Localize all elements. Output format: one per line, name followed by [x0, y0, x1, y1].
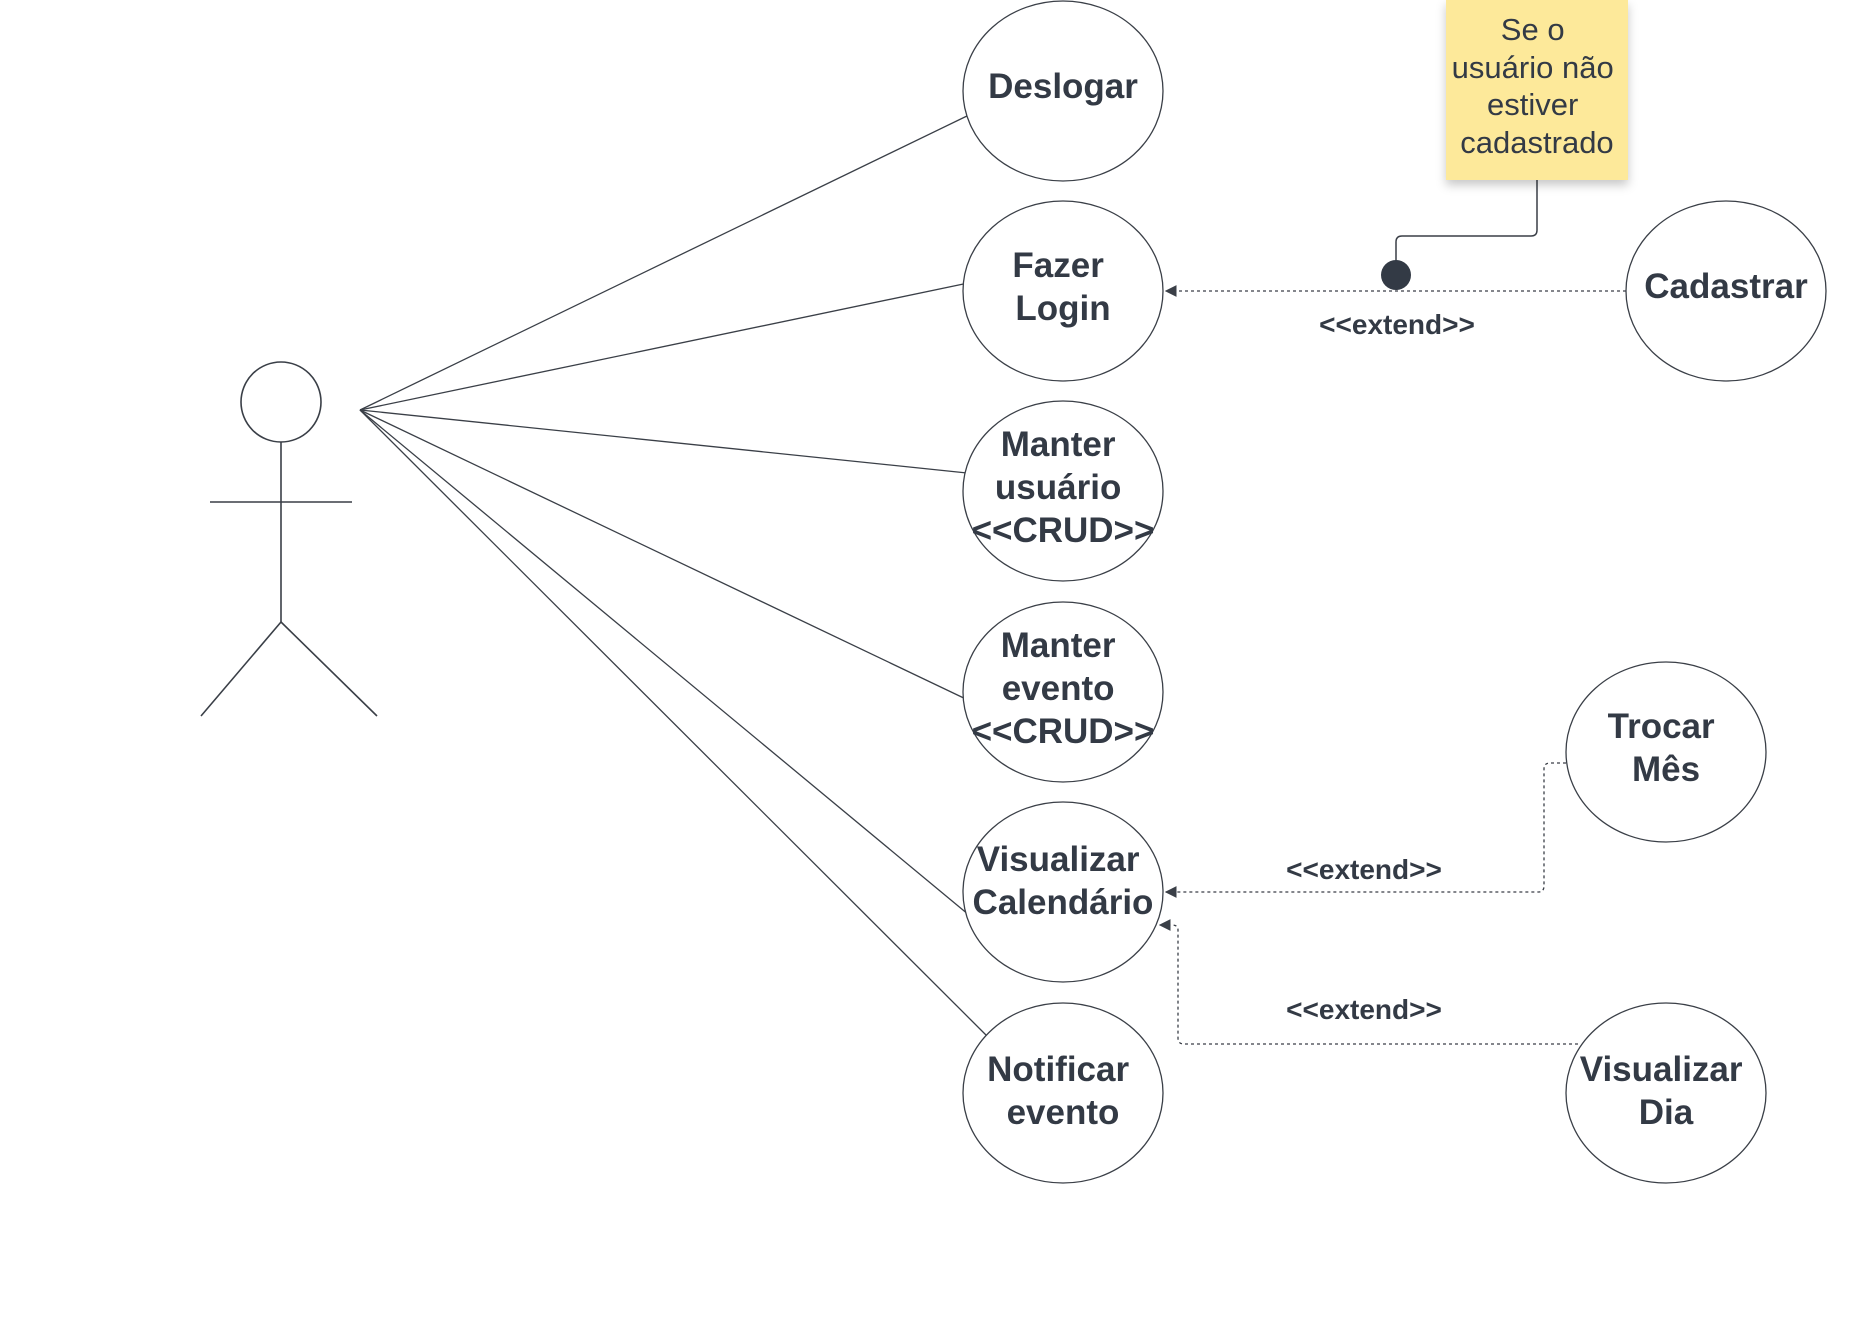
- use-case-cadastrar[interactable]: [1625, 200, 1827, 382]
- label-line: Login: [1015, 289, 1110, 328]
- label-line: Manter: [1001, 425, 1116, 464]
- label-line: <<CRUD>>: [972, 511, 1155, 550]
- actor-right-leg: [280, 621, 378, 717]
- use-case-deslogar[interactable]: [962, 0, 1164, 182]
- assoc-notificar-evento: [359, 409, 992, 1041]
- label-line: Manter: [1001, 626, 1116, 665]
- extend-relations: [1158, 285, 1626, 1045]
- assoc-manter-evento: [359, 409, 971, 702]
- use-case-trocar-mes[interactable]: [1565, 661, 1767, 843]
- extend-label-visualizar-dia: <<extend>>: [1286, 994, 1442, 1025]
- assoc-fazer-login: [359, 281, 974, 411]
- note-line: cadastrado: [1460, 125, 1613, 160]
- sticky-note-text: Se o usuário não estiver cadastrado: [1452, 12, 1623, 160]
- use-case-label-trocar-mes: Trocar Mês: [1608, 707, 1725, 789]
- note-line: estiver: [1487, 87, 1578, 122]
- extend-line-trocar-mes: [1164, 762, 1566, 898]
- label-line: Notificar: [987, 1050, 1129, 1089]
- label-line: Visualizar: [1580, 1050, 1743, 1089]
- use-case-label-notificar-evento: Notificar evento: [987, 1050, 1139, 1132]
- use-case-label-manter-evento: Manter evento <<CRUD>>: [972, 626, 1155, 751]
- extend-line-visualizar-dia: [1158, 919, 1578, 1045]
- label-line: Deslogar: [988, 67, 1138, 106]
- note-line: Se o: [1501, 12, 1565, 47]
- note-connector: [1395, 180, 1538, 275]
- use-case-manter-evento[interactable]: [962, 601, 1164, 783]
- extend-label-cadastrar: <<extend>>: [1319, 309, 1475, 340]
- label-line: Calendário: [973, 883, 1154, 922]
- label-line: evento: [1007, 1093, 1120, 1132]
- use-case-label-cadastrar: Cadastrar: [1644, 267, 1808, 306]
- note-line: usuário não: [1452, 50, 1614, 85]
- label-line: Visualizar: [977, 840, 1140, 879]
- associations: [359, 114, 992, 1041]
- use-case-notificar-evento[interactable]: [962, 1002, 1164, 1184]
- label-line: Mês: [1632, 750, 1700, 789]
- label-line: <<CRUD>>: [972, 712, 1155, 751]
- sticky-note: [1446, 0, 1628, 180]
- label-line: Dia: [1639, 1093, 1694, 1132]
- use-case-visualizar-calendario[interactable]: [962, 801, 1164, 983]
- label-line: usuário: [995, 468, 1121, 507]
- assoc-manter-usuario: [359, 409, 968, 474]
- use-case-manter-usuario[interactable]: [962, 400, 1164, 582]
- use-case-fazer-login[interactable]: [962, 200, 1164, 382]
- actor: [200, 361, 378, 717]
- use-case-label-visualizar-calendario: Visualizar Calendário: [973, 840, 1154, 922]
- use-case-label-deslogar: Deslogar: [988, 67, 1138, 106]
- extend-label-trocar-mes: <<extend>>: [1286, 854, 1442, 885]
- actor-left-leg: [200, 621, 282, 717]
- label-line: Cadastrar: [1644, 267, 1808, 306]
- use-case-visualizar-dia[interactable]: [1565, 1002, 1767, 1184]
- label-line: evento: [1002, 669, 1115, 708]
- actor-head: [240, 361, 322, 443]
- assoc-deslogar: [359, 114, 970, 411]
- use-case-label-fazer-login: Fazer Login: [1012, 246, 1113, 328]
- label-line: Trocar: [1608, 707, 1715, 746]
- label-line: Fazer: [1012, 246, 1104, 285]
- use-case-label-visualizar-dia: Visualizar Dia: [1580, 1050, 1753, 1132]
- assoc-visualizar-calendario: [359, 409, 970, 916]
- use-case-label-manter-usuario: Manter usuário <<CRUD>>: [972, 425, 1155, 550]
- note-anchor-dot: [1381, 260, 1411, 290]
